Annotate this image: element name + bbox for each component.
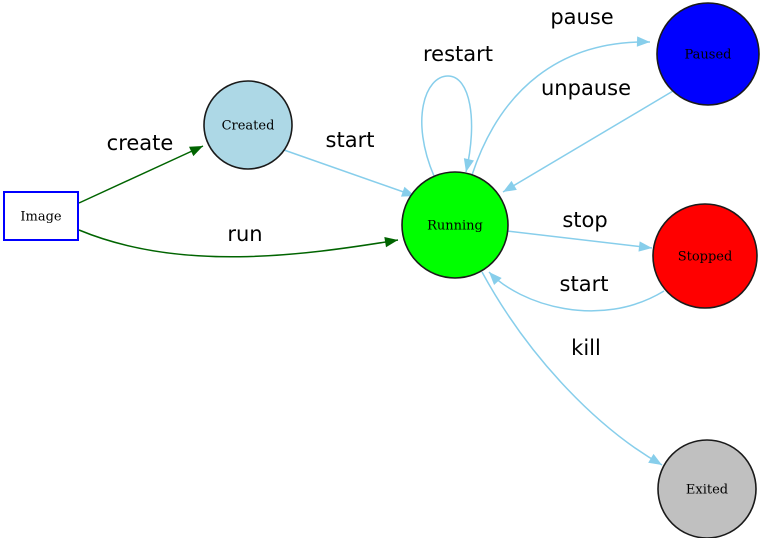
edge-label-unpause: unpause <box>541 76 631 100</box>
edge-line-kill <box>481 271 663 466</box>
edge-line-create <box>78 145 204 204</box>
arrowhead-create <box>189 146 203 157</box>
edge-label-restart: restart <box>423 42 493 66</box>
edge-unpause <box>502 90 674 193</box>
edge-create <box>78 145 204 204</box>
edge-run <box>78 229 399 258</box>
edge-line-stop <box>506 230 653 249</box>
edges-layer <box>78 36 674 466</box>
node-shape-image[interactable] <box>3 191 79 241</box>
arrowhead-start-stopped <box>489 272 502 286</box>
edge-pause <box>471 36 651 176</box>
edge-start-created <box>283 149 416 197</box>
edge-restart <box>421 75 474 177</box>
edge-line-start-stopped <box>488 271 665 312</box>
edge-label-create: create <box>107 131 174 155</box>
arrowhead-stop <box>638 241 652 252</box>
node-shape-stopped[interactable] <box>652 203 758 309</box>
node-paused[interactable]: Paused <box>656 2 760 106</box>
node-created[interactable]: Created <box>203 80 293 170</box>
edge-line-run <box>78 229 399 258</box>
edge-stop <box>506 230 653 252</box>
arrowhead-pause <box>636 36 650 47</box>
edge-line-restart <box>421 75 473 177</box>
edge-label-start-stopped: start <box>560 272 609 296</box>
arrowhead-restart <box>463 158 474 172</box>
node-shape-exited[interactable] <box>657 439 757 538</box>
edge-label-run: run <box>227 222 262 246</box>
arrowhead-unpause <box>503 180 517 192</box>
edge-start-stopped <box>488 271 665 312</box>
edge-line-pause <box>471 41 651 176</box>
edge-label-stop: stop <box>562 208 607 232</box>
node-exited[interactable]: Exited <box>657 439 757 538</box>
node-stopped[interactable]: Stopped <box>652 203 758 309</box>
edge-label-kill: kill <box>571 336 601 360</box>
arrowhead-kill <box>648 453 662 465</box>
edge-line-start-created <box>283 149 416 197</box>
node-shape-paused[interactable] <box>656 2 760 106</box>
node-shape-running[interactable] <box>401 171 509 279</box>
edge-line-unpause <box>502 90 674 193</box>
arrowhead-run <box>384 236 398 248</box>
edge-label-start-created: start <box>326 128 375 152</box>
node-running[interactable]: Running <box>401 171 509 279</box>
edge-label-pause: pause <box>550 5 613 29</box>
node-shape-created[interactable] <box>203 80 293 170</box>
node-image[interactable]: Image <box>3 191 79 241</box>
edge-kill <box>481 271 663 466</box>
